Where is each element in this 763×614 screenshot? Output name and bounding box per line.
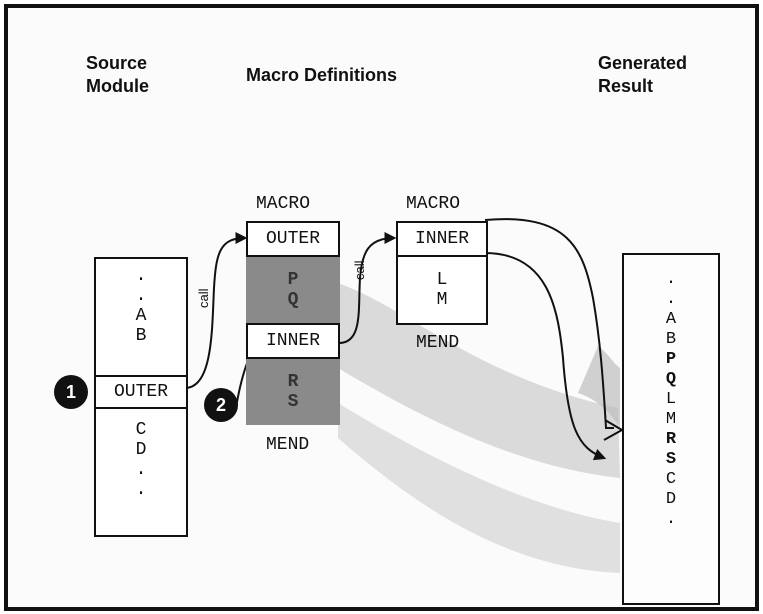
result-line: M — [666, 410, 676, 430]
macro-body-line: Q — [288, 290, 299, 310]
source-module-bottom-lines: C D . . — [94, 420, 188, 500]
source-line: . — [136, 286, 147, 306]
source-line: . — [136, 460, 147, 480]
source-line: D — [136, 440, 147, 460]
source-line: . — [136, 266, 147, 286]
heading-source-module: Source Module — [86, 52, 149, 98]
inner-macro-name: INNER — [396, 221, 488, 257]
inner-macro-keyword: MACRO — [406, 194, 460, 214]
source-line: A — [136, 306, 147, 326]
outer-macro-end: MEND — [266, 435, 309, 455]
macro-body-line: S — [288, 392, 299, 412]
outer-macro-name: OUTER — [246, 221, 340, 257]
heading-generated-result: Generated Result — [598, 52, 687, 98]
inner-macro-lines: L M — [396, 270, 488, 310]
source-outer-call: OUTER — [94, 375, 188, 409]
result-line: B — [666, 330, 676, 350]
badge-one: 1 — [54, 375, 88, 409]
result-line: R — [666, 430, 676, 450]
macro-body-line: L — [437, 270, 448, 290]
result-line: . — [666, 290, 676, 310]
source-line: B — [136, 326, 147, 346]
heading-macro-definitions: Macro Definitions — [246, 64, 397, 87]
outer-macro-lower-lines: R S — [246, 372, 340, 412]
outer-macro-upper-lines: P Q — [246, 270, 340, 310]
badge-two: 2 — [204, 388, 238, 422]
result-line: S — [666, 450, 676, 470]
inner-macro-end: MEND — [416, 333, 459, 353]
macro-body-line: M — [437, 290, 448, 310]
source-module-top-lines: . . A B — [94, 266, 188, 346]
macro-body-line: R — [288, 372, 299, 392]
result-line: A — [666, 310, 676, 330]
result-line: . — [666, 270, 676, 290]
result-line: . — [666, 510, 676, 530]
generated-result-lines: . . A B P Q L M R S C D . — [622, 270, 720, 530]
result-line: C — [666, 470, 676, 490]
result-line: D — [666, 490, 676, 510]
source-line: C — [136, 420, 147, 440]
outer-macro-keyword: MACRO — [256, 194, 310, 214]
result-line: L — [666, 390, 676, 410]
macro-body-line: P — [288, 270, 299, 290]
outer-macro-inner-call: INNER — [246, 323, 340, 359]
call-label-outer: call — [196, 288, 211, 308]
call-arrow-outer — [185, 238, 245, 388]
source-line: . — [136, 480, 147, 500]
result-line: Q — [666, 370, 676, 390]
diagram-frame: Source Module Macro Definitions Generate… — [4, 4, 759, 611]
call-label-inner: call — [352, 260, 367, 280]
result-line: P — [666, 350, 676, 370]
